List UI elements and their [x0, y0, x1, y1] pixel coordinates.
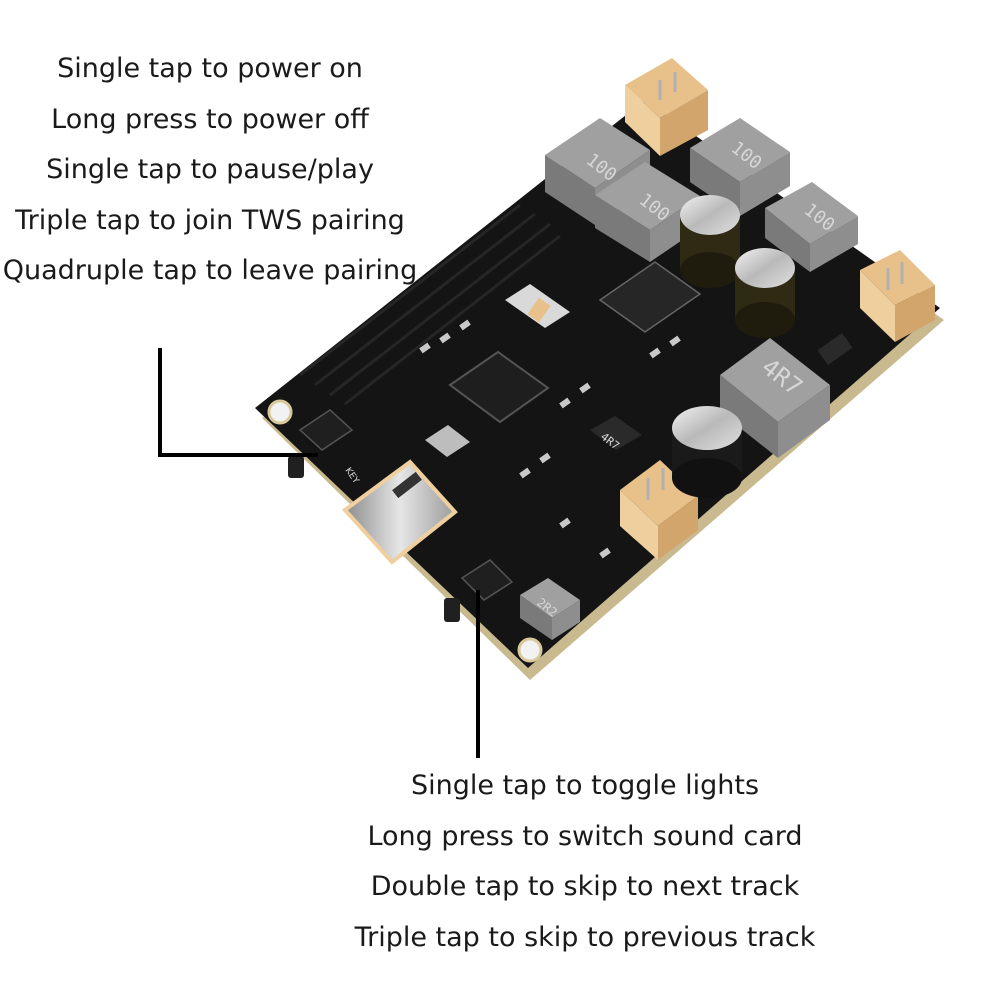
caption-line: Single tap to pause/play	[46, 154, 374, 185]
caption-line: Single tap to toggle lights	[410, 770, 760, 801]
light-button-caption: Single tap to toggle lights Long press t…	[330, 761, 840, 963]
mounting-hole	[267, 399, 293, 425]
mounting-hole	[517, 637, 543, 663]
caption-line: Triple tap to skip to previous track	[354, 921, 816, 953]
capacitor	[672, 406, 742, 498]
inductor: 100	[765, 182, 858, 272]
jst-connector	[620, 460, 698, 560]
jst-connector	[860, 250, 935, 342]
ic-chip	[448, 350, 550, 424]
caption-line: Long press to power off	[51, 103, 369, 135]
power-button-caption: Single tap to power on Long press to pow…	[0, 44, 420, 297]
inductor: 2R2	[520, 578, 580, 640]
inductor: 100	[690, 118, 790, 216]
slide-switch	[505, 284, 570, 328]
ic-chip	[598, 261, 702, 333]
crystal	[425, 425, 470, 457]
usb-c-port	[342, 459, 458, 565]
jst-connector	[625, 58, 708, 156]
caption-line: Long press to switch sound card	[367, 820, 803, 852]
capacitor	[735, 248, 795, 338]
smd-components	[419, 319, 853, 559]
capacitor	[680, 195, 740, 288]
caption-line: Quadruple tap to leave pairing	[2, 255, 418, 286]
caption-line: Triple tap to join TWS pairing	[15, 204, 405, 236]
caption-line: Single tap to power on	[57, 53, 363, 84]
caption-line: Double tap to skip to next track	[370, 871, 800, 902]
power-button-leader-line	[158, 348, 318, 457]
